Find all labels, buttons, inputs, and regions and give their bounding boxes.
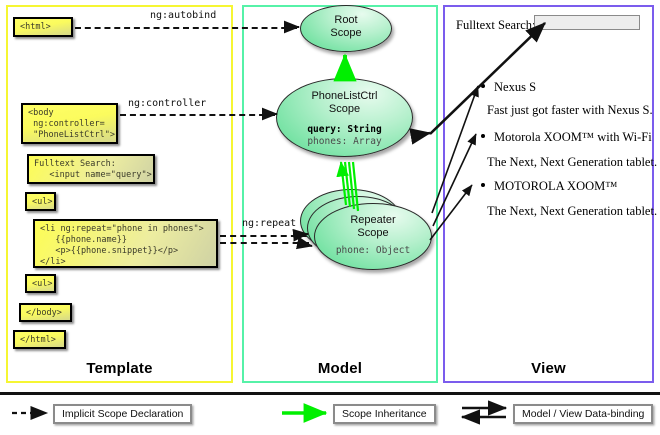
connector-autobind-line — [75, 27, 297, 29]
root-scope-title-line2: Scope — [330, 26, 362, 39]
panel-template-label: Template — [86, 360, 153, 377]
code-box-body-close: </body> — [19, 303, 72, 322]
legend-label-scope-inheritance: Scope Inheritance — [333, 404, 436, 424]
connector-controller-line — [120, 114, 275, 116]
panel-model-label: Model — [317, 360, 363, 377]
panel-model: Model — [242, 5, 438, 383]
view-item-0-snippet: Fast just got faster with Nexus S. — [487, 103, 653, 117]
phonelistctrl-scope-prop-phones: phones: Array — [307, 136, 382, 147]
legend-label-model-view-data-binding: Model / View Data-binding — [513, 404, 654, 424]
code-box-html-close: </html> — [13, 330, 66, 349]
bullet-dot-icon — [481, 134, 485, 138]
view-item-2-snippet: The Next, Next Generation tablet. — [487, 204, 658, 218]
phonelistctrl-scope-prop-query: query: String — [307, 124, 382, 135]
phonelistctrl-scope: PhoneListCtrl Scope query: String phones… — [276, 78, 413, 157]
view-item-1-name: Motorola XOOM™ with Wi-Fi — [481, 130, 652, 145]
view-item-1-snippet: The Next, Next Generation tablet. — [487, 155, 658, 169]
legend: Implicit Scope Declaration Scope Inherit… — [0, 392, 660, 435]
bullet-dot-icon — [481, 84, 485, 88]
view-search-label: Fulltext Search: — [456, 18, 536, 32]
code-box-ul-open: <ul> — [25, 192, 56, 211]
repeater-scope-title-line1: Repeater — [350, 214, 396, 226]
phonelistctrl-scope-title-line1: PhoneListCtrl — [311, 90, 378, 102]
repeater-scope: Repeater Scope phone: Object — [314, 203, 432, 270]
connector-repeat-line-2 — [220, 242, 309, 244]
code-box-li-repeat: <li ng:repeat="phone in phones"> {{phone… — [33, 219, 218, 268]
legend-divider — [0, 392, 660, 395]
root-scope-title-line1: Root — [334, 14, 358, 26]
code-box-fulltext-search: Fulltext Search: <input name="query"> — [27, 154, 155, 184]
view-search-input[interactable] — [534, 15, 640, 30]
connector-repeat-label: ng:repeat — [242, 218, 297, 229]
connector-controller-label: ng:controller — [128, 98, 207, 109]
bullet-dot-icon — [481, 183, 485, 187]
view-item-0-name: Nexus S — [481, 80, 536, 95]
connector-repeat-line-1 — [220, 235, 307, 237]
code-box-body-open: <body ng:controller= "PhoneListCtrl"> — [21, 103, 118, 144]
view-item-2-name: MOTOROLA XOOM™ — [481, 179, 618, 194]
phonelistctrl-scope-title-line2: Scope — [328, 102, 361, 115]
legend-arrows — [12, 400, 508, 425]
connector-autobind-label: ng:autobind — [150, 10, 217, 21]
repeater-scope-title-line2: Scope — [357, 226, 389, 239]
repeater-scope-prop-phone: phone: Object — [335, 245, 411, 256]
legend-label-implicit-scope-declaration: Implicit Scope Declaration — [53, 404, 193, 424]
panel-view: View — [443, 5, 654, 383]
panel-view-label: View — [531, 360, 566, 377]
code-box-ul-close: <ul> — [25, 274, 56, 293]
root-scope: Root Scope — [300, 5, 392, 52]
code-box-html-open: <html> — [13, 17, 73, 37]
